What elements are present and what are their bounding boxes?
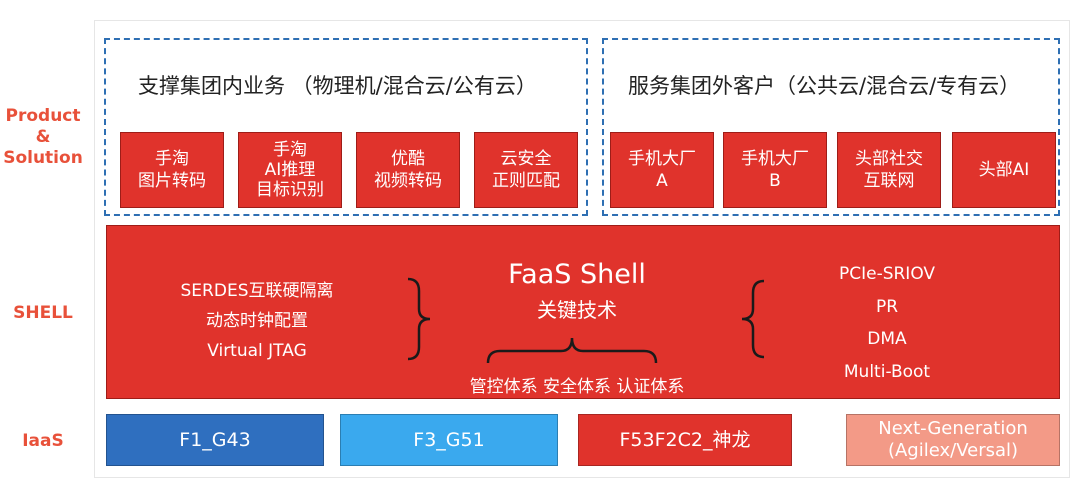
iaas-label: (Agilex/Versal)	[887, 440, 1019, 461]
shell-title: FaaS Shell	[508, 259, 646, 290]
diagram-frame	[94, 20, 1070, 478]
iaas-f1-g43: F1_G43	[106, 414, 324, 466]
side-label-ampersand: &	[35, 127, 51, 147]
shell-braces	[407, 277, 765, 364]
shell-subtitle: 关键技术	[537, 298, 617, 322]
card-line: 手淘	[273, 140, 307, 160]
internal-business-title: 支撑集团内业务 （物理机/混合云/公有云）	[138, 74, 537, 98]
shell-right-item: PR	[875, 296, 899, 317]
faas-shell-panel: SERDES互联硬隔离 动态时钟配置 Virtual JTAG FaaS She…	[106, 225, 1060, 399]
bottom-brace-icon	[486, 337, 658, 364]
internal-business-group	[104, 38, 588, 216]
left-brace-icon	[407, 277, 431, 361]
card-social-internet: 头部社交 互联网	[837, 132, 941, 208]
card-line: 手机大厂	[741, 149, 809, 169]
side-label-product: Product	[5, 106, 81, 126]
card-line: 优酷	[391, 149, 425, 169]
shell-right-item: Multi-Boot	[843, 361, 931, 382]
side-label-product-solution: Product & Solution	[0, 106, 86, 169]
external-customers-group	[602, 38, 1060, 216]
card-line: 正则匹配	[492, 171, 560, 191]
card-line: 目标识别	[256, 180, 324, 200]
card-line: 头部AI	[978, 160, 1030, 180]
card-phone-maker-b: 手机大厂 B	[723, 132, 827, 208]
shell-left-item: 动态时钟配置	[206, 311, 308, 331]
card-line: 视频转码	[374, 171, 442, 191]
card-cloud-security-regex: 云安全 正则匹配	[474, 132, 578, 208]
card-line: 云安全	[500, 149, 552, 169]
iaas-next-generation: Next-Generation (Agilex/Versal)	[846, 414, 1060, 466]
iaas-label: Next-Generation	[878, 418, 1028, 439]
card-line: 互联网	[863, 171, 915, 191]
card-line: 头部社交	[855, 149, 923, 169]
iaas-f53f2c2-shenlong: F53F2C2_神龙	[578, 414, 792, 466]
card-line: 图片转码	[138, 171, 206, 191]
shell-left-item: SERDES互联硬隔离	[180, 281, 334, 301]
shell-right-list: PCIe-SRIOV PR DMA Multi-Boot	[787, 258, 987, 388]
card-phone-maker-a: 手机大厂 A	[610, 132, 714, 208]
external-customers-title: 服务集团外客户（公共云/混合云/专有云）	[628, 74, 1021, 98]
card-top-ai: 头部AI	[952, 132, 1056, 208]
shell-right-item: PCIe-SRIOV	[838, 264, 936, 284]
card-line: 手机大厂	[628, 149, 696, 169]
side-label-iaas: IaaS	[22, 431, 64, 451]
card-line: B	[769, 171, 781, 191]
card-taobao-ai-inference: 手淘 AI推理 目标识别	[238, 132, 342, 208]
side-label-solution: Solution	[3, 148, 83, 168]
side-label-shell: SHELL	[13, 303, 73, 323]
iaas-f3-g51: F3_G51	[340, 414, 558, 466]
iaas-label: F53F2C2_神龙	[619, 429, 751, 451]
iaas-label: F1_G43	[179, 429, 251, 451]
card-line: AI推理	[264, 160, 316, 180]
card-line: A	[656, 171, 668, 191]
shell-left-list: SERDES互联硬隔离 动态时钟配置 Virtual JTAG	[107, 276, 407, 366]
iaas-label: F3_G51	[413, 429, 485, 451]
card-line: 手淘	[155, 149, 189, 169]
card-taobao-image-transcode: 手淘 图片转码	[120, 132, 224, 208]
shell-left-item: Virtual JTAG	[207, 341, 307, 361]
shell-right-item: DMA	[867, 329, 907, 349]
right-brace-icon	[741, 279, 765, 359]
shell-bottom-items: 管控体系 安全体系 认证体系	[469, 377, 685, 397]
card-youku-video-transcode: 优酷 视频转码	[356, 132, 460, 208]
